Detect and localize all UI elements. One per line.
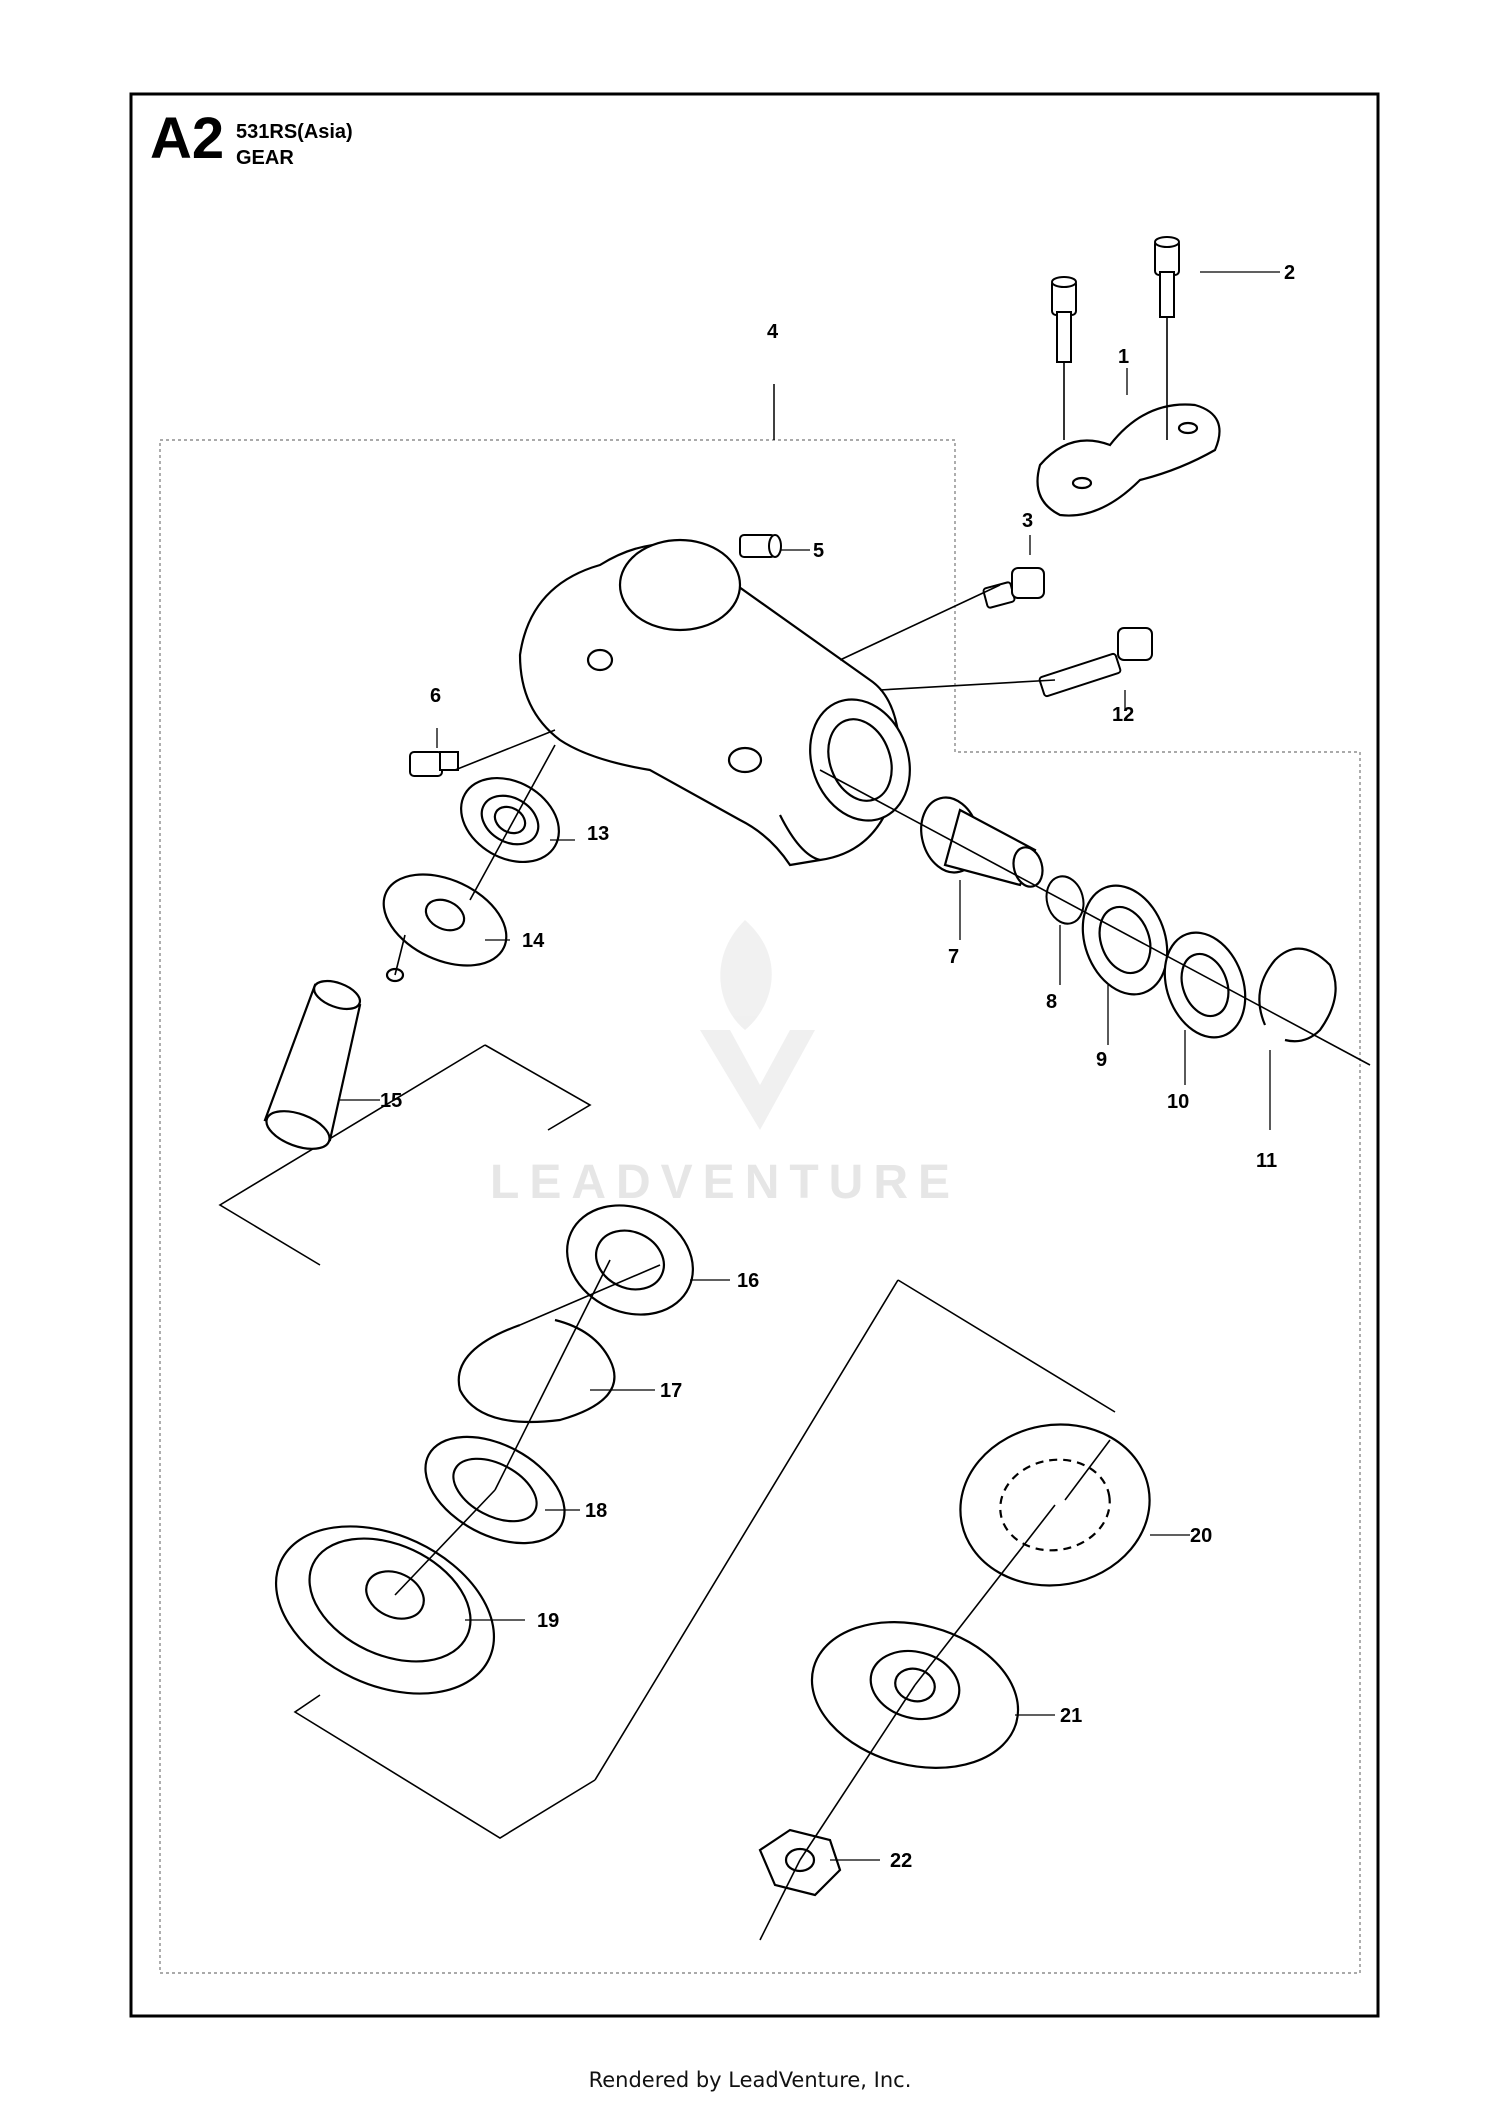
outer-frame xyxy=(129,92,1380,2018)
part-5-screw xyxy=(739,534,782,558)
callout-15: 15 xyxy=(380,1090,402,1112)
watermark-text: LEADVENTURE xyxy=(490,1156,961,1209)
callout-13: 13 xyxy=(587,823,609,845)
callout-10: 10 xyxy=(1167,1091,1189,1113)
part-3-screw xyxy=(982,567,1045,609)
callout-20: 20 xyxy=(1190,1525,1212,1547)
subgroup-outline-right xyxy=(594,1279,1116,1781)
part-7-bevel-gear xyxy=(920,796,1044,888)
callout-leaders xyxy=(340,271,1280,1861)
part-2-long-screw xyxy=(1154,236,1180,318)
callout-18: 18 xyxy=(585,1500,607,1522)
callout-17: 17 xyxy=(660,1380,682,1402)
part-8-circlip xyxy=(1045,875,1085,925)
part-12-screw xyxy=(1038,627,1153,698)
dashed-assembly-box xyxy=(159,439,1361,1974)
part-13-bearing xyxy=(460,776,560,864)
axis-lines xyxy=(394,317,1371,1941)
part-15-pinion xyxy=(263,967,405,1150)
callout-6: 6 xyxy=(430,685,441,707)
callout-21: 21 xyxy=(1060,1705,1082,1727)
part-19-gear-cup xyxy=(274,1525,496,1695)
callout-22: 22 xyxy=(890,1850,912,1872)
subgroup-outline-left xyxy=(218,1044,596,1839)
callout-7: 7 xyxy=(948,946,959,968)
part-9-bearing xyxy=(1081,884,1169,996)
callout-16: 16 xyxy=(737,1270,759,1292)
callout-5: 5 xyxy=(813,540,824,562)
callout-1: 1 xyxy=(1118,346,1129,368)
part-17-circlip xyxy=(457,1318,616,1424)
callout-labels: 1 2 3 4 5 6 7 8 9 10 11 12 13 14 15 16 1… xyxy=(380,262,1295,1872)
diagram-code: A2 xyxy=(150,106,225,171)
callout-2: 2 xyxy=(1284,262,1295,284)
callout-4: 4 xyxy=(767,321,779,343)
footer-credit: Rendered by LeadVenture, Inc. xyxy=(588,2068,912,2092)
callout-11: 11 xyxy=(1256,1150,1277,1172)
part-11-circlip xyxy=(1258,947,1337,1043)
part-22-nut xyxy=(758,1828,842,1897)
callout-3: 3 xyxy=(1022,510,1033,532)
callout-8: 8 xyxy=(1046,991,1057,1013)
part-6-screw xyxy=(409,751,459,777)
part-16-bearing xyxy=(566,1204,694,1316)
watermark-logo xyxy=(700,920,815,1130)
part-14-washer xyxy=(382,873,508,967)
callout-19: 19 xyxy=(537,1610,559,1632)
part-2-short-screw xyxy=(1051,276,1077,363)
callout-14: 14 xyxy=(522,930,545,952)
section-name: GEAR xyxy=(236,147,294,169)
part-1-clamp xyxy=(1036,403,1221,517)
part-4-gear-housing xyxy=(518,538,911,867)
callout-12: 12 xyxy=(1112,704,1134,726)
part-21-cup xyxy=(810,1621,1020,1769)
callout-9: 9 xyxy=(1096,1049,1107,1071)
model-name: 531RS(Asia) xyxy=(236,121,353,143)
